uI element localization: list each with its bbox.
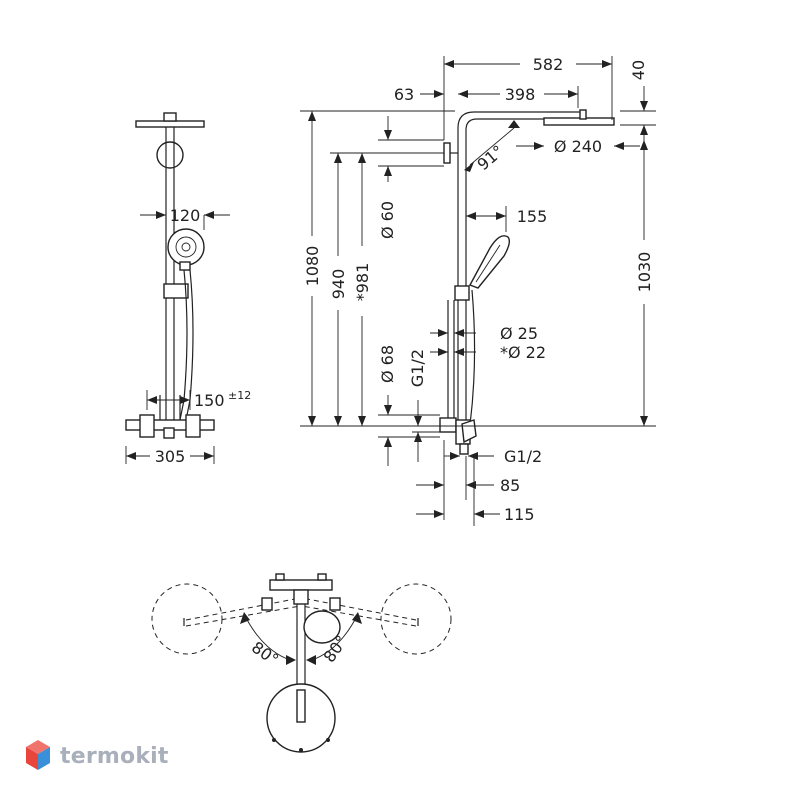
dim-height-overall: 1080 (303, 246, 322, 287)
front-wall-bracket (443, 142, 451, 164)
front-view: 582 40 63 398 91° Ø 240 (300, 55, 656, 526)
dim-height-1030: 1030 (635, 252, 654, 293)
dim-mixer-tolerance: ±12 (228, 389, 251, 402)
side-view: 120 150 ±12 305 (125, 112, 251, 466)
dim-depth-85: 85 (500, 476, 520, 495)
dim-arm-length: 398 (505, 85, 536, 104)
side-bracket-circle (156, 141, 184, 169)
dim-rail-diameter: Ø 25 (500, 324, 538, 343)
dim-mixer-spacing: 150 (194, 391, 225, 410)
front-slider (454, 285, 470, 301)
front-thermostat (439, 417, 457, 433)
dim-wall-offset: 63 (394, 85, 414, 104)
front-hand-shower (469, 235, 511, 289)
dim-head-diameter: Ø 240 (554, 137, 602, 156)
top-view: 80° 80° (151, 573, 452, 753)
swing-circle-right (380, 583, 452, 655)
cube-logo-icon (26, 740, 50, 770)
side-slider (163, 283, 189, 299)
front-shower-head (543, 117, 615, 126)
dim-escutcheon-diameter: Ø 68 (378, 345, 397, 383)
brand-logo: termokit (24, 736, 169, 776)
dim-inlet-thread: G1/2 (408, 349, 427, 387)
dim-outlet-thread: G1/2 (504, 447, 542, 466)
dim-mixer-width: 305 (155, 447, 186, 466)
top-hand-shower (303, 610, 341, 644)
side-hand-shower (167, 228, 205, 266)
top-thermostat (269, 579, 333, 591)
side-head-joint (163, 112, 177, 122)
dim-angle: 91° (473, 141, 507, 174)
dim-pipe-diameter: Ø 60 (378, 201, 397, 239)
dim-handshower-reach: 155 (517, 207, 548, 226)
dim-rail-diameter-alt: *Ø 22 (500, 343, 546, 362)
angle-left: 80° (248, 638, 282, 670)
logo-wordmark: termokit (60, 743, 169, 769)
swing-circle-left (151, 583, 223, 655)
dim-handshower-width: 120 (170, 206, 201, 225)
dim-head-height: 40 (629, 60, 648, 80)
side-shower-head (135, 120, 205, 128)
dim-depth-115: 115 (504, 505, 535, 524)
dim-height-940: 940 (329, 269, 348, 300)
dim-overall-width: 582 (533, 55, 564, 74)
dim-height-981: *981 (353, 263, 372, 302)
